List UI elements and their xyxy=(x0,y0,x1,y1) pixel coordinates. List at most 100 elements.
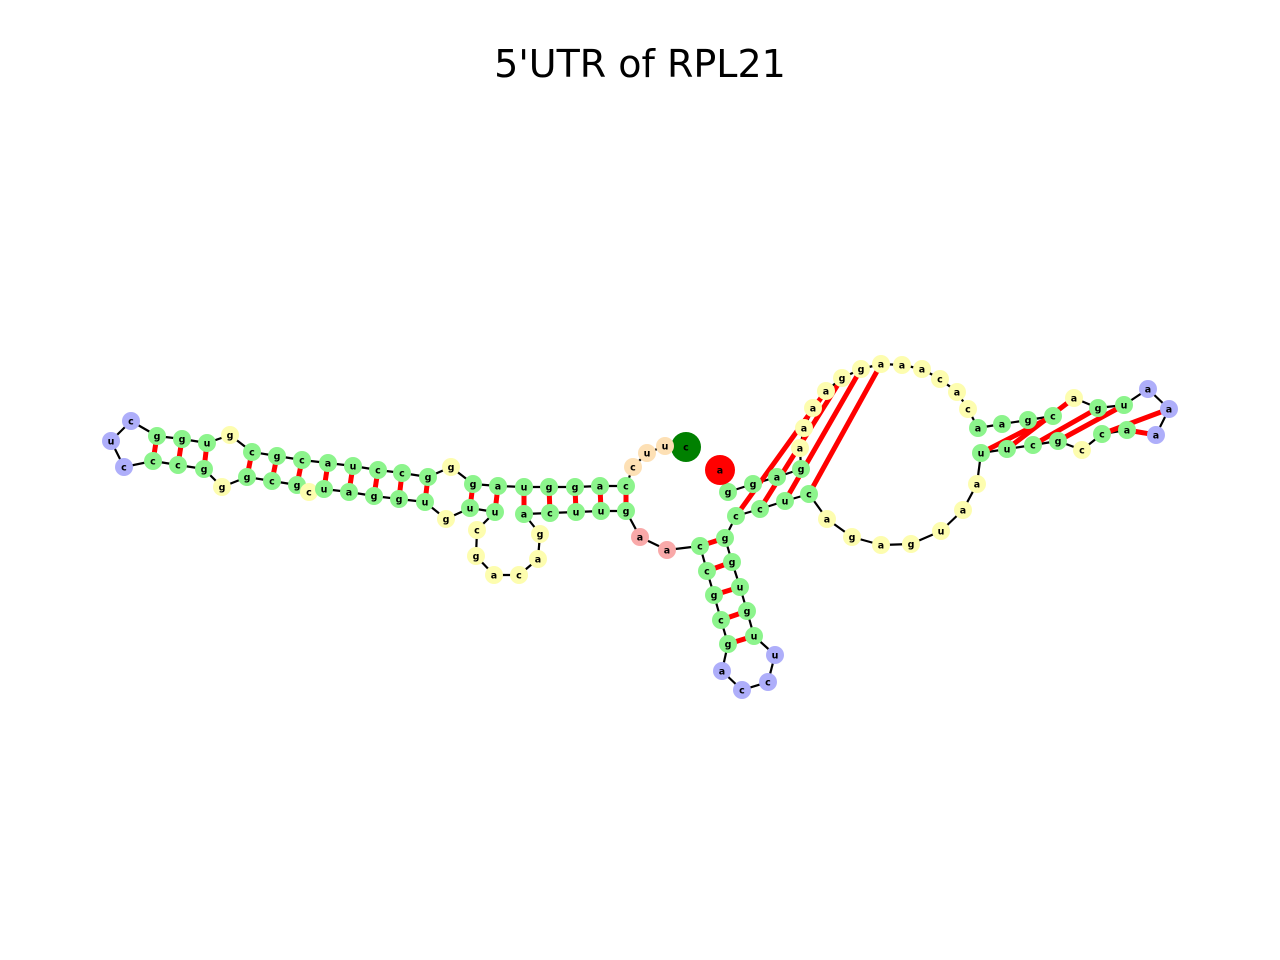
nucleotide-letter: g xyxy=(1055,437,1062,448)
nucleotide-letter: u xyxy=(662,442,669,453)
nucleotide-circle xyxy=(698,562,716,580)
nucleotide-circle xyxy=(872,536,890,554)
nucleotide: c xyxy=(800,485,818,503)
nucleotide: a xyxy=(948,383,966,401)
nucleotide-circle xyxy=(461,499,479,517)
nucleotide-letter: a xyxy=(325,459,331,470)
nucleotide-letter: c xyxy=(1050,412,1056,423)
nucleotide: u xyxy=(932,522,950,540)
base-pair-bonds xyxy=(150,362,1170,647)
nucleotide-circle xyxy=(1044,407,1062,425)
nucleotide-letter: c xyxy=(1079,446,1085,457)
nucleotide: u xyxy=(972,444,990,462)
nucleotide-circle xyxy=(712,611,730,629)
nucleotide-circle xyxy=(144,452,162,470)
nucleotide: c xyxy=(1073,441,1091,459)
nucleotide: a xyxy=(340,483,358,501)
nucleotide-circle xyxy=(566,478,584,496)
nucleotide-letter: c xyxy=(269,477,275,488)
nucleotide: a xyxy=(713,662,731,680)
nucleotide-circle xyxy=(833,369,851,387)
nucleotide-letter: a xyxy=(1124,426,1130,437)
nucleotide: u xyxy=(731,578,749,596)
nucleotide-circle xyxy=(733,681,751,699)
nucleotide-circle xyxy=(365,487,383,505)
nucleotide-letter: g xyxy=(729,558,736,569)
nucleotide-letter: a xyxy=(717,466,723,477)
nucleotide-letter: a xyxy=(774,473,780,484)
nucleotide-letter: c xyxy=(474,526,480,537)
nucleotide-circle xyxy=(817,382,835,400)
nucleotide-circle xyxy=(148,427,166,445)
nucleotide-letter: u xyxy=(1004,445,1011,456)
nucleotide: g xyxy=(419,468,437,486)
nucleotide-circle xyxy=(1065,389,1083,407)
nucleotide: a xyxy=(1118,421,1136,439)
nucleotide: g xyxy=(173,430,191,448)
nucleotide: u xyxy=(198,434,216,452)
nucleotide-letter: g xyxy=(227,431,234,442)
base-pair-bond xyxy=(782,367,864,503)
nucleotide: c xyxy=(617,477,635,495)
nucleotide-circle xyxy=(221,426,239,444)
nucleotide: c xyxy=(144,452,162,470)
nucleotide: c xyxy=(931,370,949,388)
nucleotide-circle xyxy=(243,443,261,461)
nucleotide-circle xyxy=(745,627,763,645)
nucleotide: u xyxy=(315,480,333,498)
nucleotide-letter: c xyxy=(150,457,156,468)
nucleotide-letter: u xyxy=(573,508,580,519)
nucleotide-letter: a xyxy=(797,444,803,455)
nucleotide: g xyxy=(437,510,455,528)
nucleotide-circle xyxy=(1024,436,1042,454)
five-prime-end-nucleotide: c xyxy=(671,432,701,462)
nucleotide-letter: g xyxy=(425,473,432,484)
nucleotide-circle xyxy=(902,535,920,553)
nucleotide-circle xyxy=(671,432,701,462)
nucleotide-circle xyxy=(369,461,387,479)
nucleotide-circle xyxy=(1147,426,1165,444)
nucleotide-letter: a xyxy=(495,482,501,493)
nucleotide-letter: g xyxy=(473,552,480,563)
nucleotide: c xyxy=(393,464,411,482)
nucleotide-circle xyxy=(795,419,813,437)
nucleotide: c xyxy=(733,681,751,699)
nucleotide: a xyxy=(969,419,987,437)
nucleotide-letter: u xyxy=(737,583,744,594)
nucleotide-circle xyxy=(931,370,949,388)
nucleotide: g xyxy=(744,475,762,493)
nucleotide-letter: a xyxy=(878,360,884,371)
nucleotide-circle xyxy=(893,356,911,374)
nucleotide: a xyxy=(954,501,972,519)
nucleotide: g xyxy=(566,478,584,496)
nucleotide-circle xyxy=(319,454,337,472)
nucleotide-letter: g xyxy=(849,533,856,544)
nucleotide-circle xyxy=(263,472,281,490)
nucleotide-circle xyxy=(972,444,990,462)
nucleotide-letter: u xyxy=(204,439,211,450)
nucleotide-circle xyxy=(416,493,434,511)
nucleotide-circle xyxy=(658,541,676,559)
nucleotide: a xyxy=(913,360,931,378)
nucleotide: a xyxy=(1065,389,1083,407)
nucleotide-circle xyxy=(804,399,822,417)
nucleotide: g xyxy=(723,553,741,571)
nucleotide-circle xyxy=(173,430,191,448)
nucleotide: u xyxy=(567,503,585,521)
nucleotide-circle xyxy=(791,439,809,457)
nucleotide-letter: g xyxy=(396,495,403,506)
nucleotide-circle xyxy=(744,475,762,493)
nucleotide-circle xyxy=(656,437,674,455)
nucleotide-letter: g xyxy=(798,465,805,476)
nucleotide-letter: c xyxy=(765,678,771,689)
nucleotide: u xyxy=(102,432,120,450)
nucleotide-letter: g xyxy=(722,534,729,545)
nucleotide-letter: c xyxy=(1030,441,1036,452)
nucleotide-letter: g xyxy=(371,492,378,503)
nucleotide: u xyxy=(656,437,674,455)
nucleotide-circle xyxy=(393,464,411,482)
nucleotide-letter: u xyxy=(938,527,945,538)
nucleotide-letter: g xyxy=(744,607,751,618)
nucleotide-letter: c xyxy=(806,490,812,501)
nucleotide-letter: g xyxy=(219,483,226,494)
